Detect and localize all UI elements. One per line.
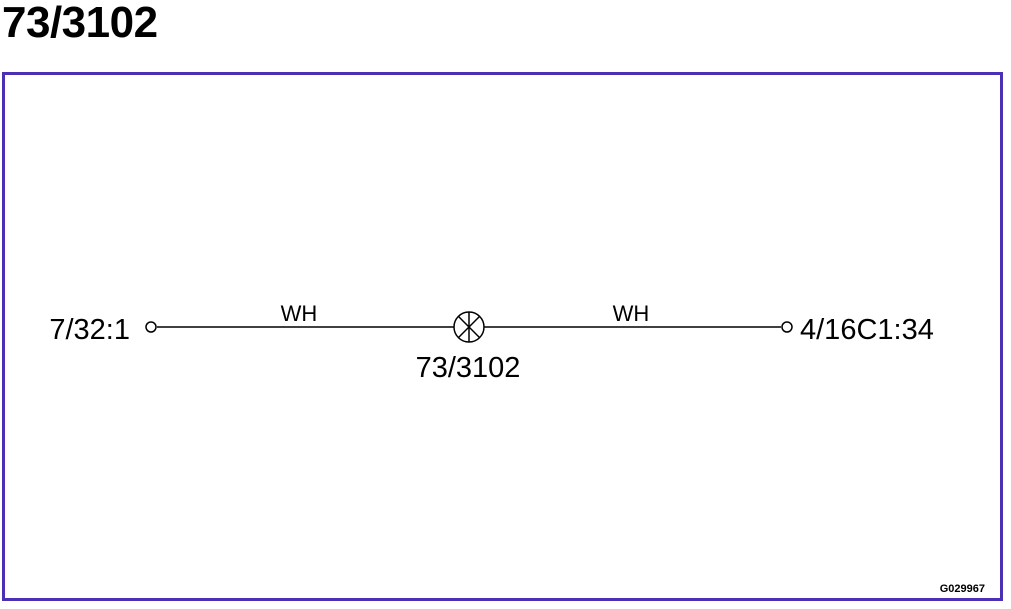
wire-left-color-label: WH xyxy=(281,301,318,326)
left-terminal-icon xyxy=(145,321,157,333)
left-terminal-label: 7/32:1 xyxy=(49,314,130,346)
drawing-code: G029967 xyxy=(940,583,985,595)
diagram-frame xyxy=(2,72,1003,601)
page-title: 73/3102 xyxy=(2,0,158,47)
right-terminal-icon xyxy=(781,321,793,333)
right-terminal-label: 4/16C1:34 xyxy=(800,314,934,346)
lamp-symbol-icon xyxy=(453,311,485,343)
component-label: 73/3102 xyxy=(416,352,521,384)
wire-right-color-label: WH xyxy=(613,301,650,326)
